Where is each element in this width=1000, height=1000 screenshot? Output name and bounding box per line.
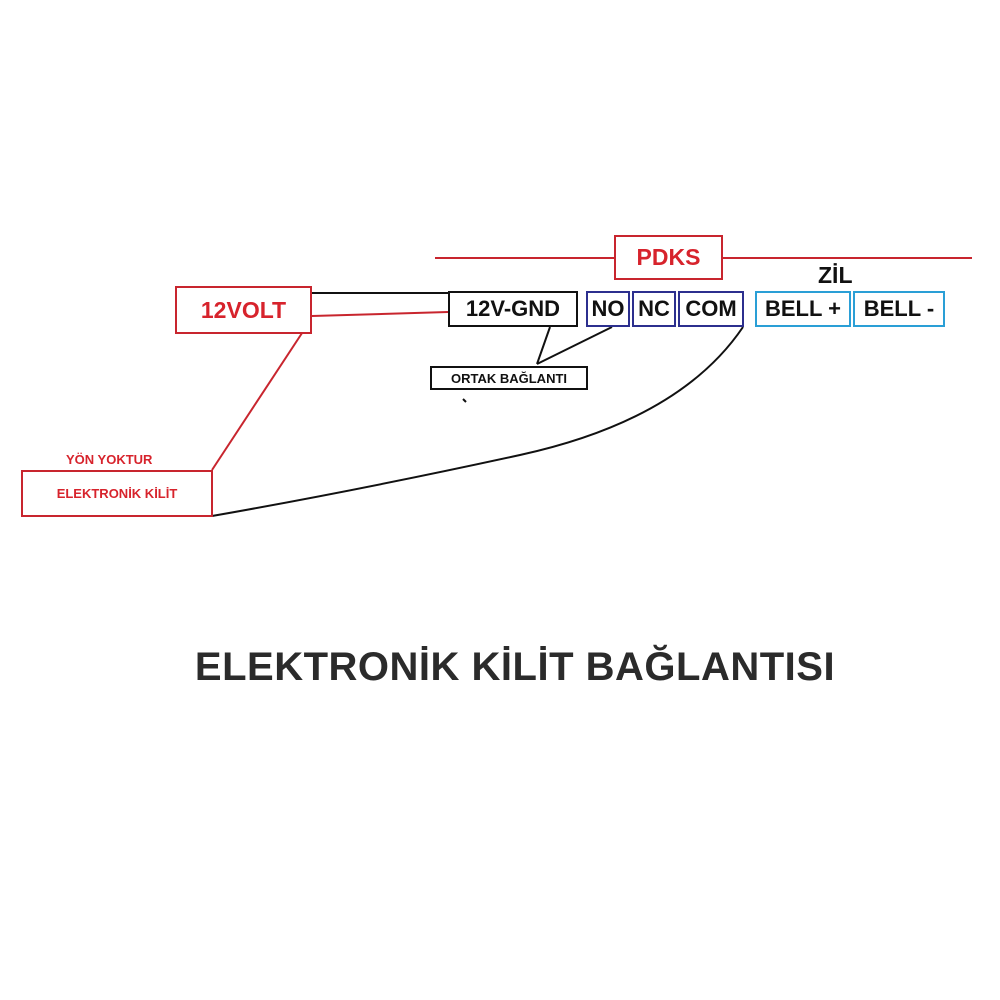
wire-12v-red <box>311 311 449 317</box>
power-label: 12VOLT <box>200 296 287 323</box>
wire-com-to-lock <box>211 326 744 517</box>
terminal-nc: NC <box>632 291 676 327</box>
power-supply-box: 12VOLT <box>175 286 312 334</box>
terminal-nc-label: NC <box>638 296 670 321</box>
lock-note: YÖN YOKTUR <box>66 452 153 467</box>
terminal-no-label: NO <box>591 296 625 321</box>
terminal-bell-minus-label: BELL - <box>863 296 935 321</box>
wire-no-to-common <box>536 326 613 365</box>
terminal-bell-plus: BELL + <box>755 291 851 327</box>
electronic-lock-label: ELEKTRONİK KİLİT <box>56 486 178 501</box>
terminal-gnd: 12V-GND <box>448 291 578 327</box>
stray-tick <box>462 398 467 403</box>
terminal-bell-minus: BELL - <box>853 291 945 327</box>
terminal-com-label: COM <box>685 296 737 321</box>
wire-power-to-lock <box>211 326 307 471</box>
wire-gnd-to-common <box>536 326 551 365</box>
zil-label: ZİL <box>818 262 853 288</box>
terminal-gnd-label: 12V-GND <box>465 296 561 321</box>
diagram-title: ELEKTRONİK KİLİT BAĞLANTISI <box>194 645 836 689</box>
common-connection-label: ORTAK BAĞLANTI <box>450 370 568 386</box>
common-connection-box: ORTAK BAĞLANTI <box>430 366 588 390</box>
terminal-bell-plus-label: BELL + <box>764 296 841 321</box>
terminal-com: COM <box>678 291 744 327</box>
terminal-no: NO <box>586 291 630 327</box>
electronic-lock-box: ELEKTRONİK KİLİT <box>21 470 213 517</box>
pdks-box: PDKS <box>614 235 723 280</box>
pdks-label: PDKS <box>636 244 701 270</box>
